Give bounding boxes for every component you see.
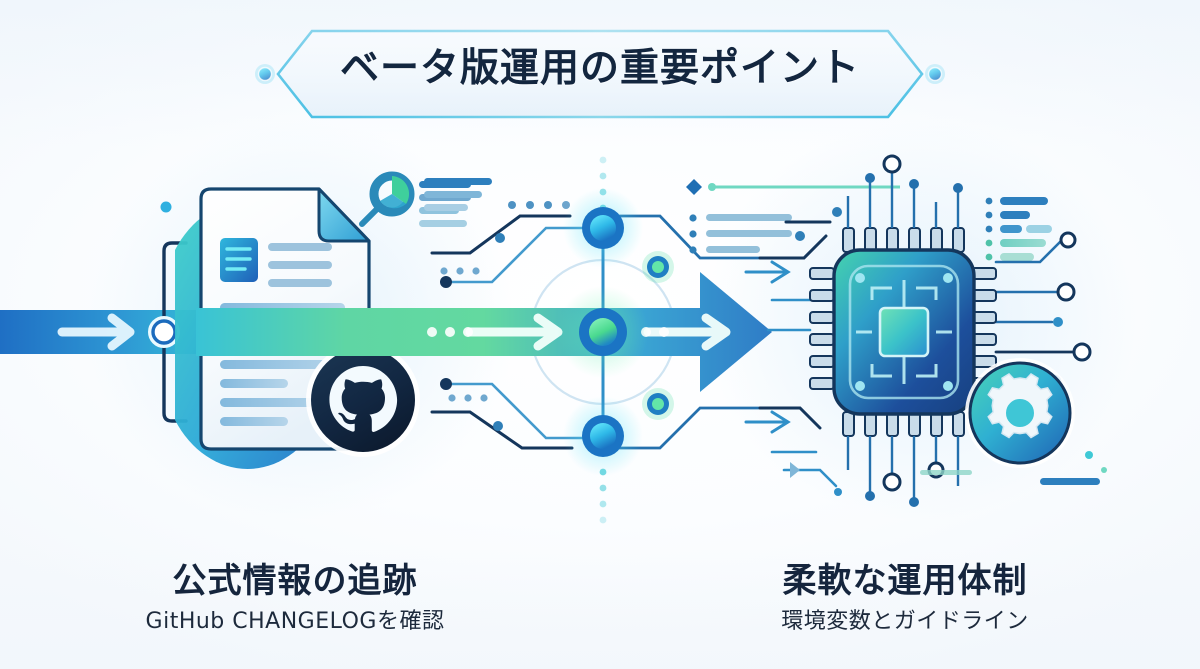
decor-dots-right bbox=[832, 207, 1107, 485]
caption-row: 公式情報の追跡 GitHub CHANGELOGを確認 柔軟な運用体制 環境変数… bbox=[0, 560, 1200, 635]
caption-official-info: 公式情報の追跡 GitHub CHANGELOGを確認 bbox=[0, 560, 600, 635]
banner-node-left bbox=[255, 64, 275, 84]
flow-node-center bbox=[557, 286, 649, 378]
github-icon bbox=[306, 343, 420, 457]
cpu-chip-icon bbox=[809, 154, 997, 507]
banner-node-right bbox=[925, 64, 945, 84]
decor-dots-left bbox=[440, 201, 570, 431]
checklist-icon-right bbox=[985, 197, 1052, 261]
caption-subtitle-right: 環境変数とガイドライン bbox=[781, 608, 1029, 634]
flow-branch-node-lower bbox=[642, 388, 674, 420]
caption-title-left: 公式情報の追跡 bbox=[172, 560, 418, 601]
caption-flexible-ops: 柔軟な運用体制 環境変数とガイドライン bbox=[600, 560, 1200, 635]
flow-node-top bbox=[563, 188, 643, 268]
caption-subtitle-left: GitHub CHANGELOGを確認 bbox=[145, 608, 445, 634]
flow-branch-node-upper bbox=[642, 251, 674, 283]
flow-node-bottom bbox=[563, 396, 643, 476]
checklist-icon bbox=[686, 179, 900, 254]
accent-dot bbox=[160, 201, 172, 213]
title-banner bbox=[158, 29, 1042, 119]
gear-icon bbox=[965, 358, 1075, 468]
caption-title-right: 柔軟な運用体制 bbox=[782, 560, 1028, 601]
flow-axis bbox=[557, 156, 674, 524]
decor-bars-left bbox=[424, 178, 492, 211]
